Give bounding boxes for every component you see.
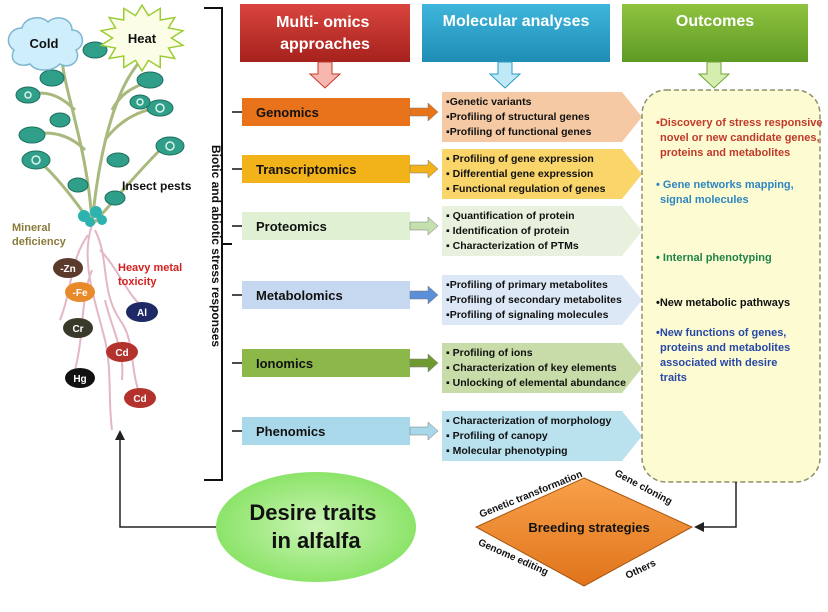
- molecular-panel-proteomics: [442, 206, 642, 256]
- desire-traits-ellipse: [216, 472, 416, 582]
- breeding-diamond: [474, 477, 694, 587]
- omics-box-ionomics: [242, 349, 410, 377]
- molecular-panel-transcriptomics: [442, 149, 642, 199]
- omics-label-phenomics: Phenomics: [256, 424, 325, 439]
- molecular-panel-ionomics: [442, 343, 642, 393]
- cold-stress-cloud: Cold: [7, 16, 84, 71]
- element-cd-lower: Cd: [133, 394, 146, 405]
- breeding-strategies-label: Breeding strategies: [528, 520, 649, 535]
- molecular-item: ▪ Characterization of PTMs: [446, 240, 579, 252]
- omics-row-transcriptomics: Transcriptomics ▪ Profiling of gene expre…: [232, 149, 642, 199]
- header-multi-omics: Multi- omics approaches: [240, 4, 410, 62]
- element-fe: -Fe: [73, 288, 88, 299]
- element-hg: Hg: [73, 374, 86, 385]
- header-outcomes: Outcomes: [622, 4, 808, 62]
- insect-pests-label: Insect pests: [122, 179, 192, 193]
- element-al: Al: [137, 308, 147, 319]
- omics-box-transcriptomics: [242, 155, 410, 183]
- svg-text:Molecular analyses: Molecular analyses: [443, 13, 590, 30]
- element-cd-upper: Cd: [115, 348, 128, 359]
- molecular-item: ▪ Identification of protein: [446, 225, 569, 237]
- omics-row-proteomics: Proteomics ▪ Quantification of protein ▪ I…: [232, 206, 642, 256]
- plant-roots: [59, 224, 151, 431]
- omics-label-ionomics: Ionomics: [256, 356, 313, 371]
- omics-label-proteomics: Proteomics: [256, 219, 327, 234]
- outcome-item: • Gene networks mapping,signal molecules: [656, 179, 794, 206]
- molecular-down-arrow: [488, 61, 522, 89]
- stress-bracket: [204, 7, 232, 481]
- molecular-item: ▪ Profiling of gene expression: [446, 153, 594, 165]
- molecular-item: ▪Profiling of structural genes: [446, 111, 590, 123]
- omics-row-phenomics: Phenomics ▪ Characterization of morpholog…: [232, 411, 642, 461]
- desire-traits-label: Desire traits in alfalfa: [249, 500, 382, 553]
- omics-arrow-proteomics: [409, 216, 439, 236]
- outcomes-down-arrow: [697, 61, 731, 89]
- traits-to-plant-arrow: [115, 430, 216, 528]
- outcome-item: • Internal phenotyping: [656, 252, 772, 264]
- element-zn: -Zn: [60, 264, 76, 275]
- molecular-item: ▪ Characterization of key elements: [446, 362, 617, 374]
- mineral-deficiency-label: Mineral deficiency: [12, 222, 67, 248]
- omics-rows: Genomics ▪Genetic variants ▪Profiling of s…: [232, 92, 642, 461]
- omics-row-genomics: Genomics ▪Genetic variants ▪Profiling of s…: [232, 92, 642, 142]
- molecular-item: ▪Profiling of functional genes: [446, 126, 592, 138]
- molecular-item: ▪ Molecular phenotyping: [446, 445, 568, 457]
- omics-box-metabolomics: [242, 281, 410, 309]
- molecular-item: ▪ Quantification of protein: [446, 210, 575, 222]
- molecular-item: ▪Profiling of secondary metabolites: [446, 294, 622, 306]
- molecular-item: ▪Genetic variants: [446, 96, 532, 108]
- svg-text:Outcomes: Outcomes: [676, 13, 754, 30]
- cold-label: Cold: [30, 36, 59, 51]
- heavy-metal-toxicity-label: Heavy metal toxicity: [118, 262, 185, 288]
- omics-arrow-transcriptomics: [409, 159, 439, 179]
- omics-label-genomics: Genomics: [256, 105, 319, 120]
- leaf-damage-spots: [24, 91, 175, 165]
- omics-arrow-ionomics: [409, 353, 439, 373]
- molecular-panel-metabolomics: [442, 275, 642, 325]
- molecular-item: ▪Profiling of primary metabolites: [446, 279, 608, 291]
- omics-down-arrow: [308, 61, 342, 89]
- omics-box-proteomics: [242, 212, 410, 240]
- alfalfa-plant-illustration: [15, 39, 185, 431]
- element-cr: Cr: [72, 324, 83, 335]
- molecular-panel-phenomics: [442, 411, 642, 461]
- omics-box-genomics: [242, 98, 410, 126]
- molecular-item: ▪ Unlocking of elemental abundance: [446, 377, 626, 389]
- molecular-panel-genomics: [442, 92, 642, 142]
- heat-stress-burst: Heat: [99, 3, 185, 73]
- outcomes-to-breeding-arrow: [694, 482, 737, 532]
- molecular-item: ▪Profiling of signaling molecules: [446, 309, 609, 321]
- omics-label-metabolomics: Metabolomics: [256, 288, 343, 303]
- header-molecular-analyses: Molecular analyses: [422, 4, 610, 62]
- omics-box-phenomics: [242, 417, 410, 445]
- stress-responses-label: Biotic and abiotic stress responses: [209, 145, 223, 347]
- molecular-item: ▪ Characterization of morphology: [446, 415, 611, 427]
- omics-arrow-metabolomics: [409, 285, 439, 305]
- root-nodules: [78, 206, 107, 227]
- omics-label-transcriptomics: Transcriptomics: [256, 162, 356, 177]
- molecular-item: ▪ Functional regulation of genes: [446, 183, 606, 195]
- omics-arrow-genomics: [409, 102, 439, 122]
- element-badges: -Zn -Fe Al Cr Cd Hg Cd: [53, 258, 158, 408]
- molecular-item: ▪ Differential gene expression: [446, 168, 593, 180]
- outcomes-panel: [641, 89, 821, 483]
- molecular-item: ▪ Profiling of ions: [446, 347, 533, 359]
- svg-text:Multi- omics approaches: Multi- omics approaches: [276, 14, 374, 53]
- outcome-item: •New metabolic pathways: [656, 297, 790, 309]
- molecular-item: ▪ Profiling of canopy: [446, 430, 548, 442]
- heat-label: Heat: [128, 31, 157, 46]
- omics-arrow-phenomics: [409, 421, 439, 441]
- omics-row-metabolomics: Metabolomics ▪Profiling of primary metabo…: [232, 275, 642, 325]
- outcome-item: •New functions of genes,proteins and met…: [656, 327, 790, 384]
- omics-row-ionomics: Ionomics ▪ Profiling of ions ▪ Characteriz…: [232, 343, 642, 393]
